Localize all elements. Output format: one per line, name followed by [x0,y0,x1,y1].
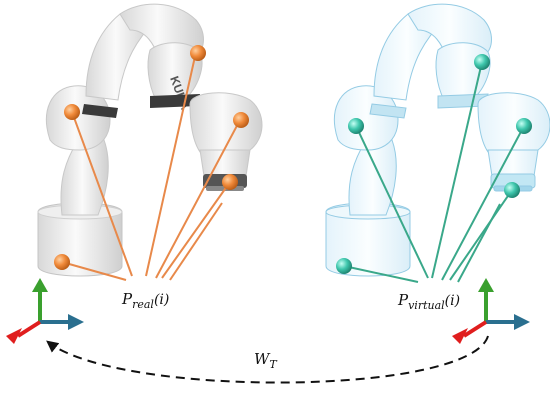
real-marker-3 [233,112,249,128]
virtual-marker-5 [336,258,352,274]
virtual-marker-2 [474,54,490,70]
real-link-lines [61,51,241,281]
real-markers [54,45,249,270]
virtual-link-lines [343,61,525,283]
virtual-marker-1 [348,118,364,134]
virtual-marker-3 [516,118,532,134]
real-marker-2 [190,45,206,61]
real-marker-5 [54,254,70,270]
virtual-marker-4 [504,182,520,198]
virtual-coordinate-frame [452,278,530,344]
real-coordinate-frame [6,278,84,344]
virtual-markers [336,54,532,274]
real-points-label: Preal(i) [122,290,170,312]
real-marker-4 [222,174,238,190]
transform-label: WT [254,350,277,372]
virtual-points-label: Pvirtual(i) [398,291,461,313]
real-marker-1 [64,104,80,120]
transform-arc [46,335,489,384]
